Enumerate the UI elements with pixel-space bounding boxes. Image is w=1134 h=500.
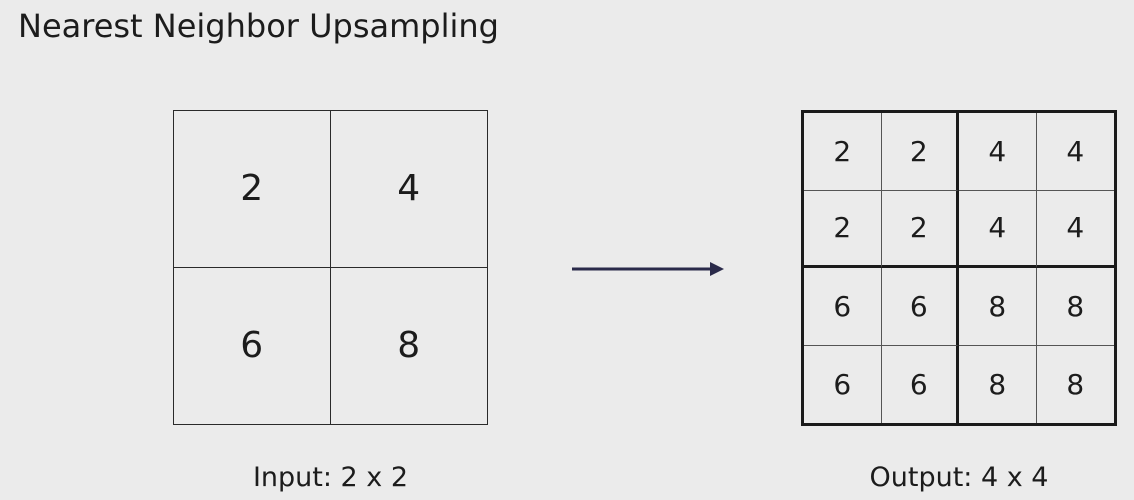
input-cell: 6 [174, 267, 331, 424]
output-cell: 4 [1036, 113, 1114, 191]
input-grid: 2 4 6 8 [173, 110, 488, 425]
output-cell: 6 [882, 345, 959, 423]
output-cell: 4 [1036, 191, 1114, 268]
output-caption: Output: 4 x 4 [869, 462, 1049, 493]
right-arrow-icon [572, 262, 724, 276]
output-cell: 6 [804, 345, 882, 423]
input-caption: Input: 2 x 2 [252, 462, 409, 493]
output-cell: 6 [881, 268, 959, 346]
output-cell: 8 [1066, 367, 1085, 401]
output-cell: 8 [959, 345, 1037, 423]
output-cell: 4 [959, 113, 1037, 191]
output-cell: 2 [804, 190, 882, 268]
output-cell: 8 [959, 268, 1037, 346]
input-cell: 4 [330, 111, 487, 268]
input-cell: 8 [397, 325, 421, 367]
input-cell: 2 [174, 111, 331, 268]
output-cell: 2 [881, 113, 959, 191]
output-cell: 6 [804, 268, 882, 346]
output-cell: 2 [804, 113, 882, 191]
output-cell: 8 [1036, 268, 1114, 346]
page-title: Nearest Neighbor Upsampling [18, 7, 499, 45]
output-cell: 2 [881, 190, 959, 268]
output-cell: 4 [959, 190, 1037, 268]
output-grid: 2 2 4 4 2 2 4 4 6 6 8 8 6 6 8 8 [801, 110, 1117, 426]
